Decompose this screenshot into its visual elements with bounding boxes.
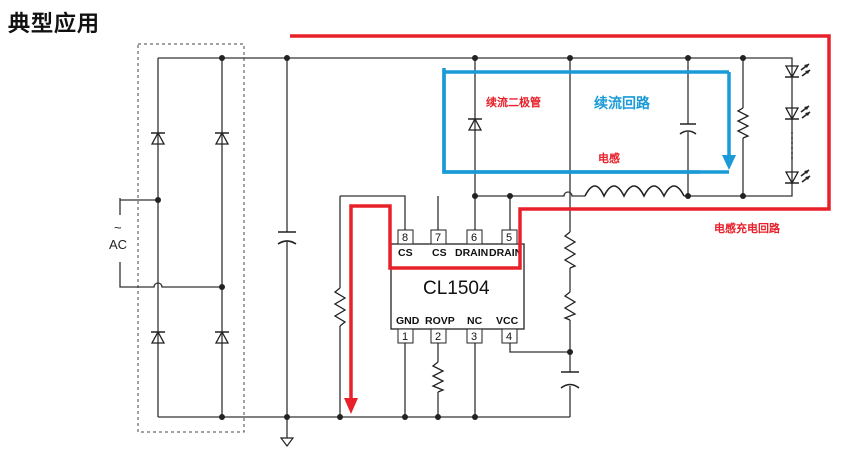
inductor-label: 电感 xyxy=(598,151,620,165)
chip-pin-4: VCC 4 xyxy=(496,315,519,344)
svg-text:4: 4 xyxy=(506,331,512,343)
svg-text:ROVP: ROVP xyxy=(425,315,455,327)
svg-text:8: 8 xyxy=(402,232,408,244)
led-icon xyxy=(784,63,811,78)
freewheel-diode-label: 续流二极管 xyxy=(486,95,541,109)
chip-pin-7: 7 CS xyxy=(430,229,447,259)
svg-text:DRAIN: DRAIN xyxy=(455,247,488,259)
svg-text:CS: CS xyxy=(398,247,413,259)
led-string-wire xyxy=(751,57,793,197)
freewheel-loop-path xyxy=(442,70,731,174)
resistor-icon xyxy=(431,361,445,393)
chip-name: CL1504 xyxy=(423,278,490,299)
charge-loop-path xyxy=(290,34,831,402)
svg-text:DRAIN: DRAIN xyxy=(489,247,522,259)
svg-text:CS: CS xyxy=(432,247,447,259)
chip-pin-3: NC 3 xyxy=(466,315,483,344)
ac-label: AC xyxy=(109,237,127,252)
chip-pin-8: 8 CS xyxy=(397,229,414,259)
vcc-pin4-wire xyxy=(509,343,570,353)
freewheel-loop-arrow-icon xyxy=(722,155,736,170)
chip-body xyxy=(390,243,525,330)
chip-pin-6: 6 DRAIN xyxy=(455,229,488,259)
led-icon xyxy=(784,105,811,120)
page-title: 典型应用 xyxy=(8,11,101,37)
svg-text:6: 6 xyxy=(471,232,477,244)
svg-text:NC: NC xyxy=(467,315,483,327)
vcc-cap-curved-plate-icon xyxy=(560,383,580,389)
start-resistor-top-wire xyxy=(340,195,406,230)
chip-pin-5: 5 DRAIN xyxy=(489,229,522,259)
svg-text:5: 5 xyxy=(506,232,512,244)
resistor-icon xyxy=(736,107,750,139)
svg-text:1: 1 xyxy=(402,331,408,343)
svg-text:GND: GND xyxy=(396,315,420,327)
resistor-icon xyxy=(333,287,347,327)
ac-input-wire-bottom xyxy=(119,262,222,288)
chip-pin-2: ROVP 2 xyxy=(425,315,455,344)
inductor-icon xyxy=(584,185,685,198)
ground-icon xyxy=(279,437,295,447)
output-cap-curved-plate-icon xyxy=(679,130,697,135)
charge-loop-arrow-icon xyxy=(344,398,358,414)
bulk-cap-curved-plate-icon xyxy=(277,240,297,245)
svg-text:VCC: VCC xyxy=(496,315,519,327)
led-icon xyxy=(784,169,811,184)
ac-tilde-symbol: ~ xyxy=(114,220,122,235)
resistor-icon xyxy=(563,231,577,269)
drain-wire xyxy=(474,191,585,230)
freewheel-loop-label: 续流回路 xyxy=(594,95,651,112)
chip-pin-1: GND 1 xyxy=(396,315,420,344)
svg-text:3: 3 xyxy=(471,331,477,343)
bridge-rectifier-box xyxy=(137,43,245,433)
resistor-icon xyxy=(563,291,577,321)
freewheel-loop-path xyxy=(442,68,700,174)
inductor-charge-loop-label: 电感充电回路 xyxy=(714,221,781,235)
junction-dots xyxy=(155,55,746,420)
svg-text:7: 7 xyxy=(435,232,441,244)
ac-input-wire-top xyxy=(119,198,158,215)
svg-text:2: 2 xyxy=(435,331,441,343)
